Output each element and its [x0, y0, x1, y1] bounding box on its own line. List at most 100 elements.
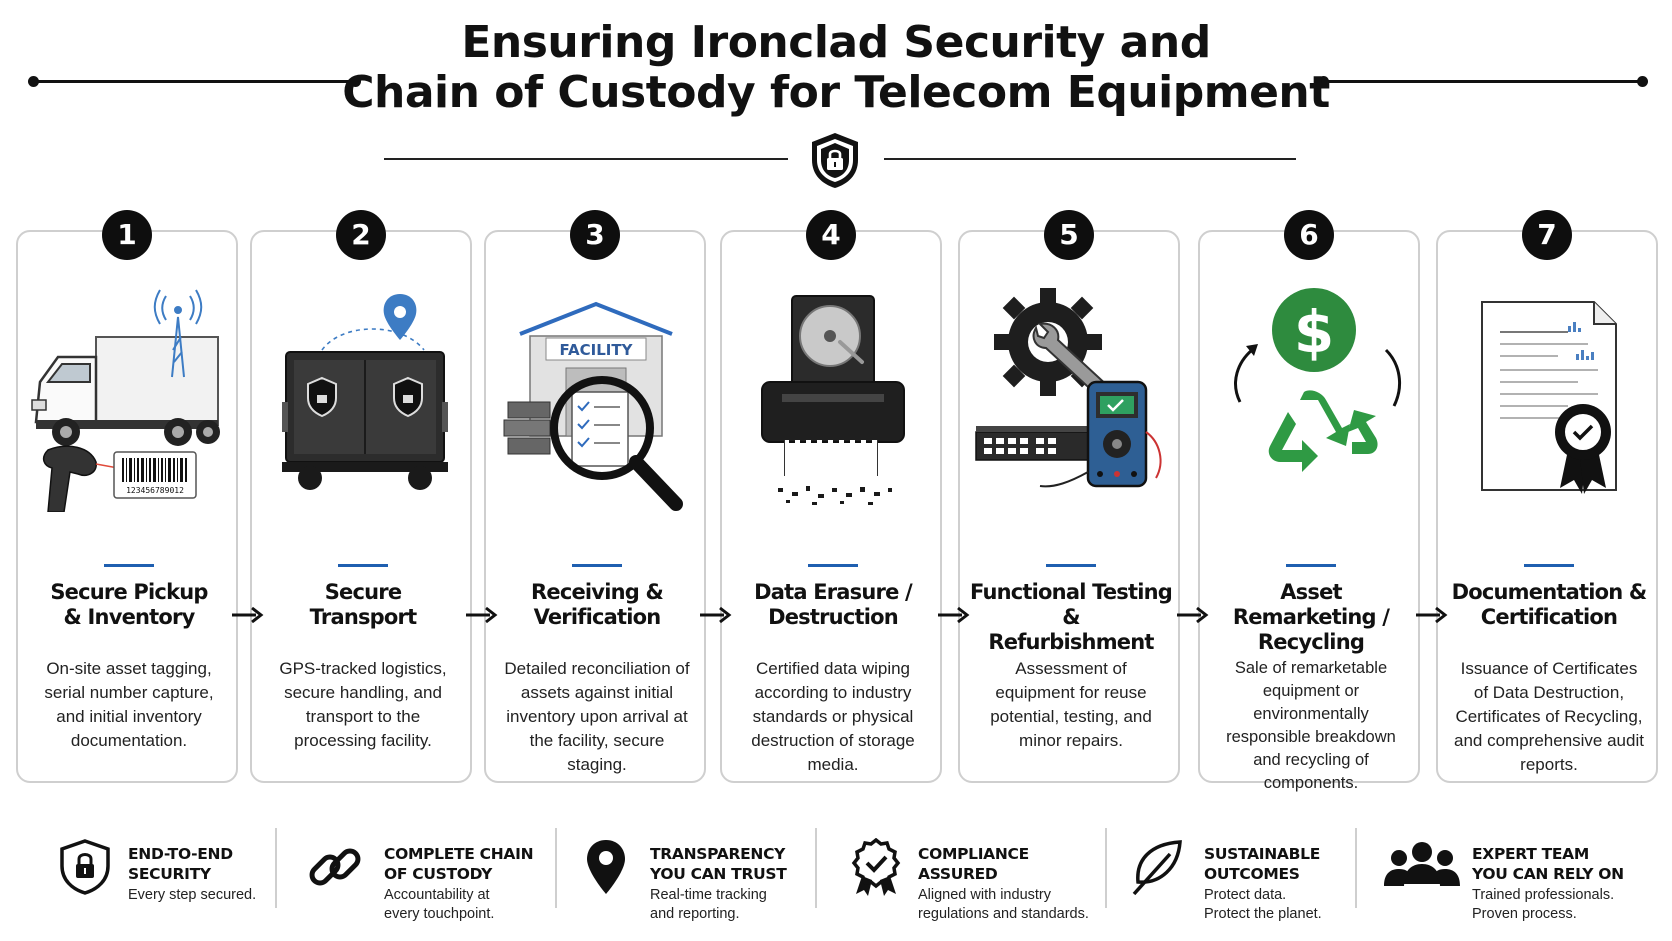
step-card-6: $ Asset Remarketing /Recycling Sale of r… — [1198, 230, 1422, 792]
step-7-accent — [1524, 564, 1574, 567]
step-3-accent — [572, 564, 622, 567]
header-rule-right — [1318, 76, 1648, 87]
gps-pin-icon — [383, 294, 417, 340]
checklist-icon — [571, 391, 629, 467]
step-1-accent — [104, 564, 154, 567]
armored-truck-icon — [282, 351, 448, 490]
step-4-illustration — [722, 282, 944, 512]
step-card-7: Documentation &Certification Issuance of… — [1436, 230, 1658, 783]
step-6-illustration: $ — [1200, 282, 1422, 512]
feature-description: Trained professionals.Proven process. — [1472, 887, 1615, 922]
shredder-icon — [761, 381, 905, 505]
feature-description: Protect data.Protect the planet. — [1204, 887, 1322, 922]
arrow-right-icon — [938, 606, 970, 624]
svg-text:123456789012: 123456789012 — [126, 486, 184, 495]
step-3-title: Receiving &Verification — [531, 580, 664, 629]
step-card-3: FACILITY — [484, 230, 706, 783]
arrow-right-icon — [466, 606, 498, 624]
chain-link-icon — [309, 848, 361, 886]
title-underline-left — [384, 158, 788, 160]
feature-description: Every step secured. — [128, 887, 257, 903]
server-boxes-icon — [503, 401, 551, 455]
step-number-3: 3 — [570, 210, 620, 260]
step-3-description: Detailed reconciliation of assets agains… — [504, 659, 690, 774]
step-3-illustration: FACILITY — [486, 282, 708, 512]
divider — [1355, 828, 1357, 908]
step-number-5: 5 — [1044, 210, 1094, 260]
location-pin-icon — [587, 840, 625, 894]
step-number-2: 2 — [336, 210, 386, 260]
step-4-accent — [808, 564, 858, 567]
leaf-icon — [1132, 840, 1182, 896]
step-6-description: Sale of remarketable equipment or enviro… — [1226, 659, 1396, 792]
step-1-description: On-site asset tagging, serial number cap… — [44, 659, 214, 750]
award-ribbon-icon — [1555, 404, 1611, 494]
step-6-accent — [1286, 564, 1336, 567]
signal-tower-icon — [153, 289, 203, 378]
title-line-1: Ensuring Ironclad Security and — [461, 17, 1211, 68]
step-5-illustration — [960, 282, 1182, 512]
step-2-illustration — [252, 282, 474, 512]
title-line-2: Chain of Custody for Telecom Equipment — [342, 67, 1330, 118]
header-rule-left — [28, 76, 361, 87]
step-number-6: 6 — [1284, 210, 1334, 260]
arrow-right-icon — [1416, 606, 1448, 624]
barcode-scanner-icon — [42, 445, 119, 512]
arrow-right-icon — [232, 606, 264, 624]
step-6-title: Asset Remarketing /Recycling — [1232, 580, 1390, 654]
svg-text:$: $ — [1294, 298, 1334, 366]
step-number-7: 7 — [1522, 210, 1572, 260]
header: Ensuring Ironclad Security and Chain of … — [0, 0, 1672, 188]
arrow-right-icon — [700, 606, 732, 624]
page-title: Ensuring Ironclad Security and Chain of … — [0, 18, 1672, 118]
team-icon — [1384, 842, 1460, 886]
arrow-right-icon — [1177, 606, 1209, 624]
barcode-label-icon: 123456789012 — [113, 451, 197, 499]
step-2-accent — [338, 564, 388, 567]
step-7-illustration — [1438, 282, 1660, 512]
step-4-title: Data Erasure /Destruction — [754, 580, 913, 629]
step-7-description: Issuance of Certificates of Data Destruc… — [1454, 659, 1644, 774]
gear-wrench-icon — [994, 288, 1112, 400]
step-5-accent — [1046, 564, 1096, 567]
divider — [555, 828, 557, 908]
title-underline-right — [884, 158, 1296, 160]
recycle-icon — [1268, 390, 1378, 472]
step-4-description: Certified data wiping according to indus… — [751, 659, 915, 774]
shield-lock-icon — [60, 839, 110, 895]
step-card-5: Functional Testing &Refurbishment Assess… — [958, 230, 1180, 783]
divider — [815, 828, 817, 908]
step-card-1: 123456789012 Secure Pickup& Inventory On… — [16, 230, 238, 783]
step-2-description: GPS-tracked logistics, secure handling, … — [279, 659, 447, 750]
divider — [275, 828, 277, 908]
step-number-1: 1 — [102, 210, 152, 260]
svg-text:FACILITY: FACILITY — [560, 341, 634, 359]
divider — [1105, 828, 1107, 908]
step-7-title: Documentation &Certification — [1451, 580, 1648, 629]
process-steps: 123456789012 Secure Pickup& Inventory On… — [0, 210, 1672, 792]
step-1-illustration: 123456789012 — [18, 282, 240, 512]
multimeter-icon — [1039, 380, 1162, 488]
step-number-4: 4 — [806, 210, 856, 260]
truck-icon — [31, 336, 220, 446]
magnifier-icon — [550, 376, 683, 511]
dollar-icon: $ — [1272, 288, 1356, 372]
step-5-title: Functional Testing &Refurbishment — [969, 580, 1173, 654]
